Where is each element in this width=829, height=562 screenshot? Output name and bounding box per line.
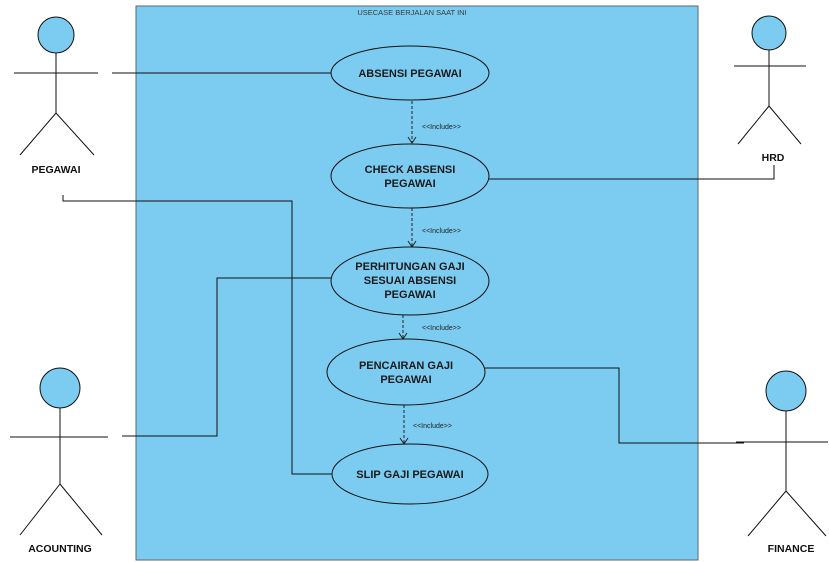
usecase-label: PEGAWAI [380,374,431,386]
usecase-perhitungan-gaji[interactable]: PERHITUNGAN GAJI SESUAI ABSENSI PEGAWAI [330,246,490,316]
usecase-label: ABSENSI PEGAWAI [358,68,461,80]
actor-acounting[interactable]: ACOUNTING [10,367,108,555]
includes: <<Include>> <<Include>> <<Include>> <<In… [398,101,461,445]
usecase-label: PENCAIRAN GAJI [359,360,453,372]
use-cases: ABSENSI PEGAWAI CHECK ABSENSI PEGAWAI PE… [326,45,490,505]
usecase-pencairan-gaji[interactable]: PENCAIRAN GAJI PEGAWAI [326,338,486,406]
include-label: <<Include>> [422,228,461,235]
usecase-label: PERHITUNGAN GAJI [355,261,464,273]
actor-finance[interactable]: FINANCE [736,370,828,555]
include-absensi-check: <<Include>> [407,101,461,144]
include-label: <<Include>> [422,325,461,332]
usecase-label: SLIP GAJI PEGAWAI [356,469,463,481]
include-label: <<Include>> [413,423,452,430]
actor-label: PEGAWAI [31,164,80,176]
assoc-hrd-check [489,165,775,180]
associations [62,72,775,475]
usecase-label: PEGAWAI [384,178,435,190]
actor-label: ACOUNTING [28,543,92,555]
usecase-check-absensi[interactable]: CHECK ABSENSI PEGAWAI [330,143,490,209]
usecase-slip-gaji[interactable]: SLIP GAJI PEGAWAI [331,443,489,505]
usecase-label: SESUAI ABSENSI [364,275,457,287]
usecase-label: PEGAWAI [384,289,435,301]
assoc-finance-pencairan [485,367,744,444]
actor-pegawai[interactable]: PEGAWAI [14,16,98,176]
include-label: <<Include>> [422,124,461,131]
actor-hrd[interactable]: HRD [734,15,806,164]
actors: PEGAWAI HRD ACOUNTING FINANCE [10,15,828,555]
assoc-pegawai-slip [62,195,332,475]
system-title: USECASE BERJALAN SAAT INI [357,8,466,17]
actor-label: FINANCE [768,543,815,555]
actor-label: HRD [762,152,785,164]
usecase-label: CHECK ABSENSI [365,164,456,176]
assoc-acounting-perhitungan [122,277,331,437]
usecase-absensi-pegawai[interactable]: ABSENSI PEGAWAI [330,45,490,101]
